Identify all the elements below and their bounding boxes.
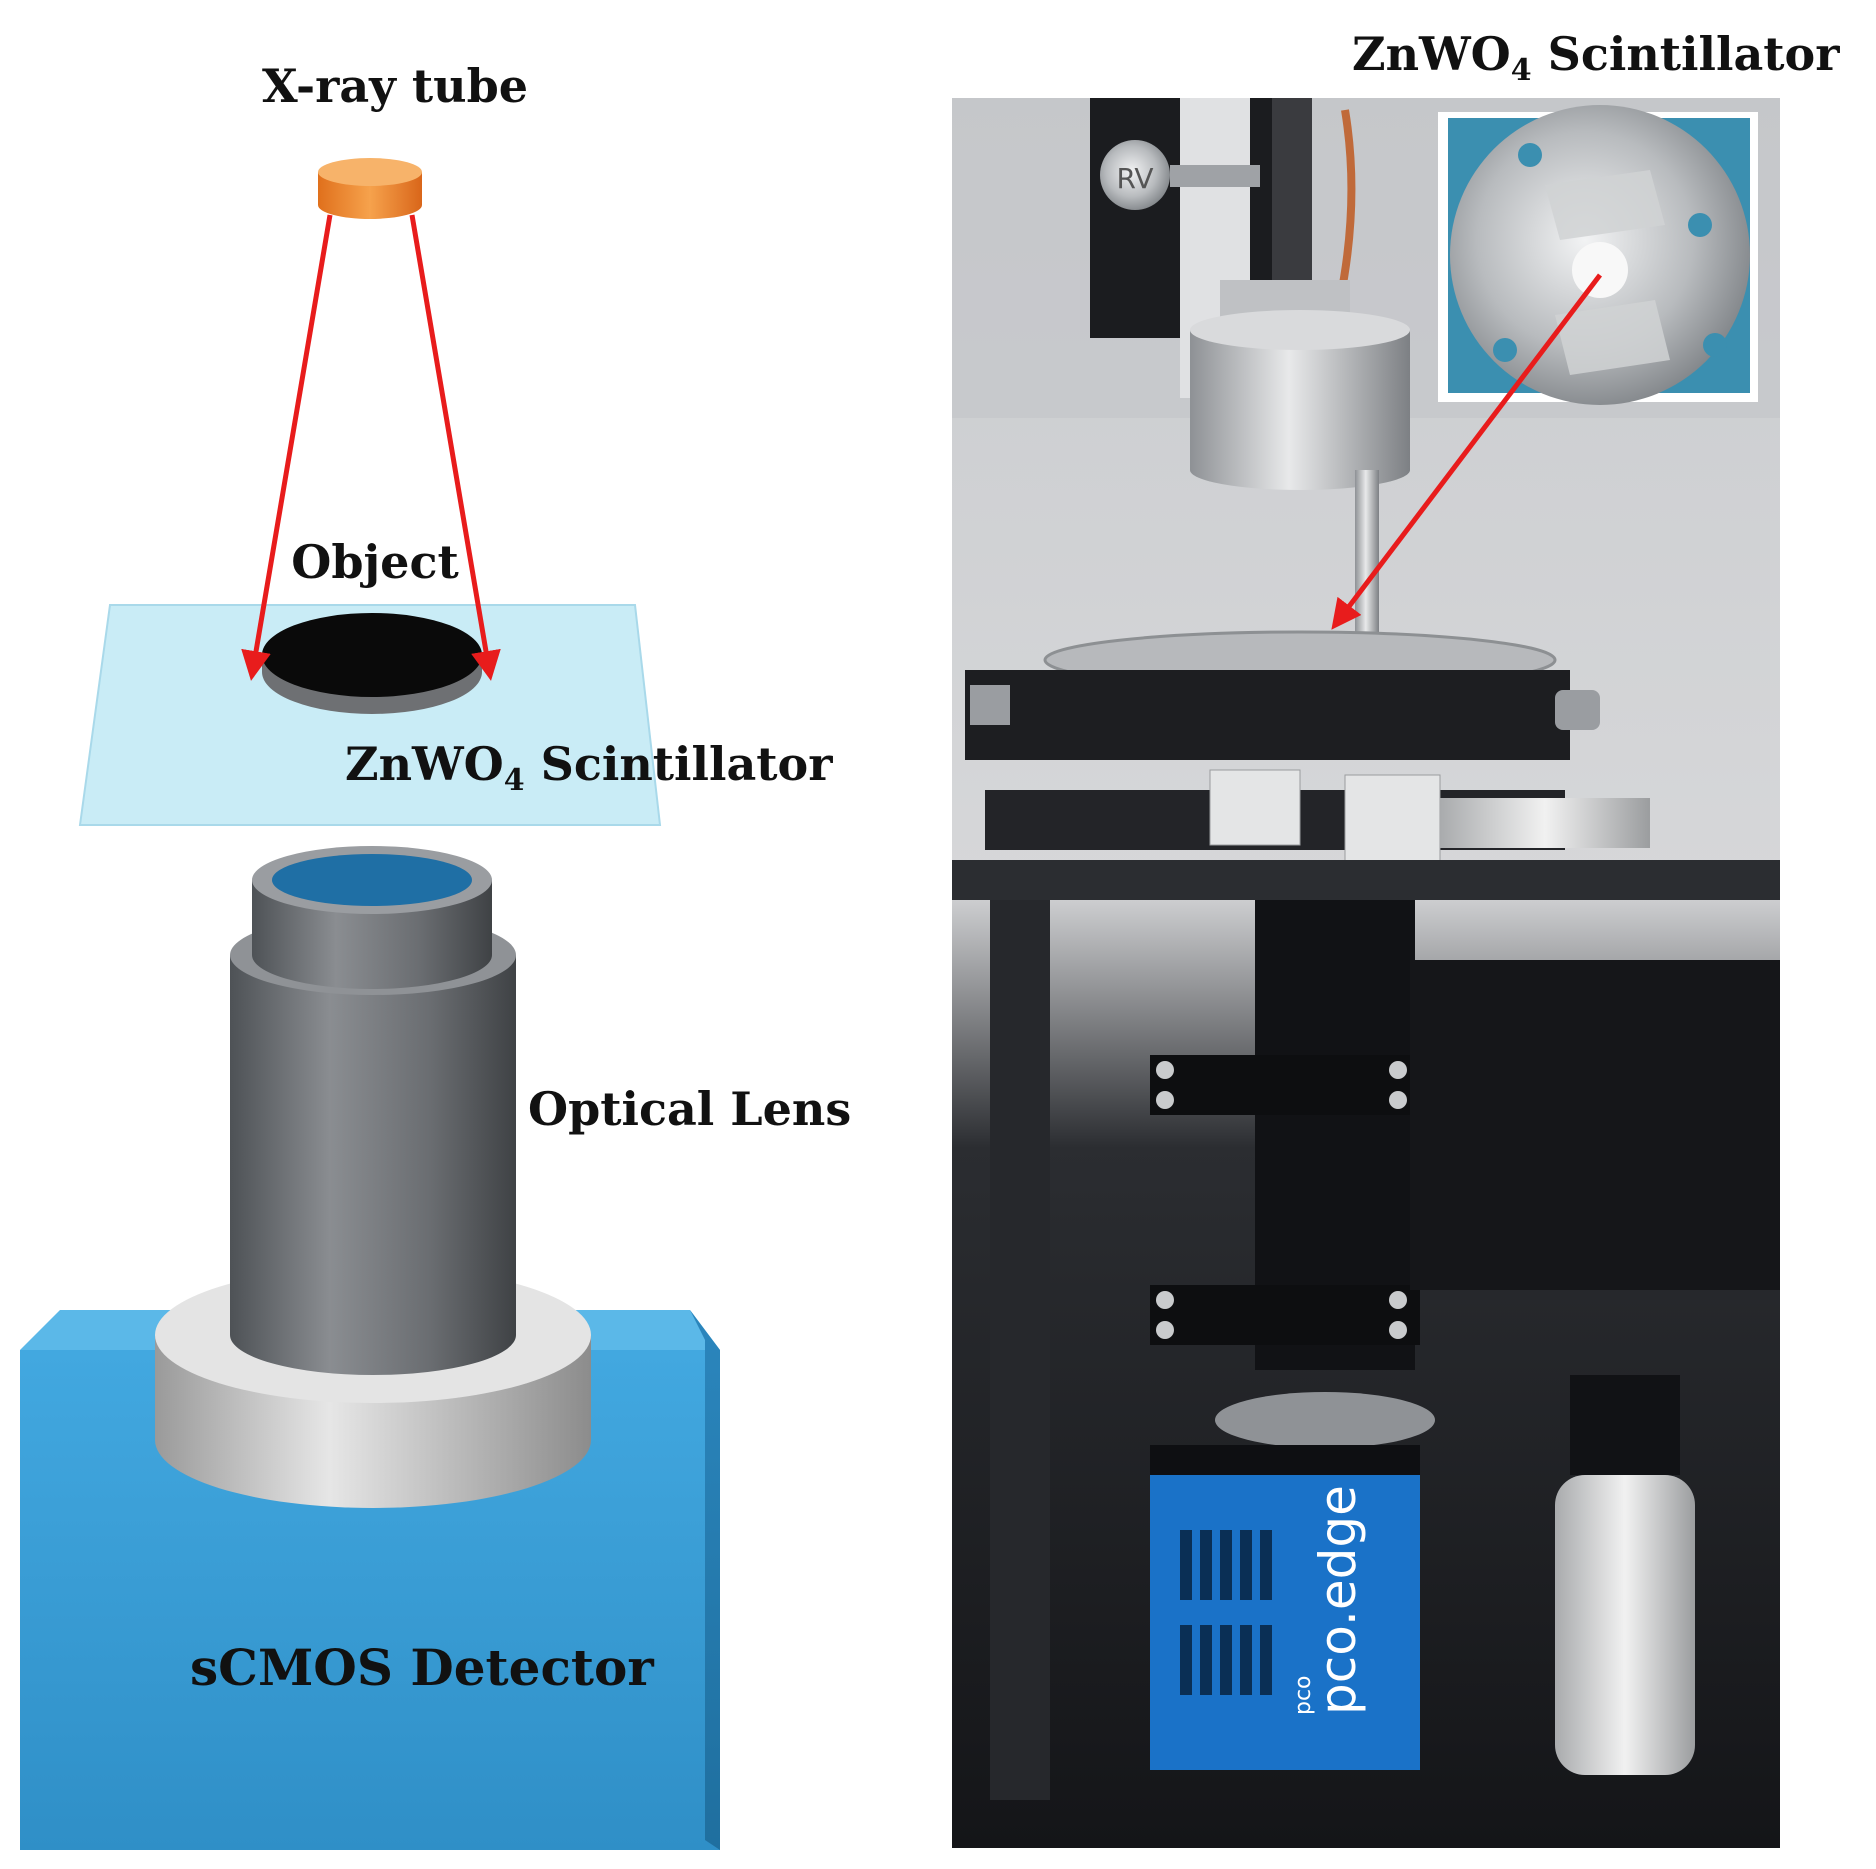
camera-brand-small: pco (1291, 1675, 1316, 1715)
svg-text:RV: RV (1116, 162, 1153, 195)
micrometer (1555, 1375, 1695, 1775)
scintillator-inset (1438, 105, 1758, 405)
xray-source-head (1190, 280, 1410, 660)
label-optical-lens: Optical Lens (528, 1082, 851, 1136)
optical-lens-icon (230, 846, 516, 1375)
label-detector: sCMOS Detector (190, 1638, 654, 1697)
object-disc-icon (262, 613, 482, 714)
knob-icon: RV (1100, 140, 1260, 210)
camera-brand-label: pco.edge (1309, 1485, 1367, 1715)
lens-column (1150, 900, 1435, 1448)
scintillator-plate (78, 604, 662, 826)
schematic-panel: X-ray tube Object ZnWO4 Scintillator (20, 59, 851, 1850)
xray-beam-right (409, 214, 501, 681)
label-scintillator: ZnWO4 Scintillator (345, 737, 833, 798)
xray-beam-left (241, 214, 333, 681)
dark-panel (1410, 960, 1780, 1290)
label-xray-tube: X-ray tube (262, 59, 528, 113)
label-scintillator-photo: ZnWO4 Scintillator (1352, 27, 1840, 88)
pointer-arrow (1331, 273, 1602, 630)
setup-photo: RV (952, 98, 1780, 1848)
sample-stage (952, 630, 1780, 1800)
label-object: Object (291, 535, 459, 589)
xray-tube-icon (318, 158, 422, 219)
camera-body: pco.edge pco (1150, 1445, 1420, 1770)
